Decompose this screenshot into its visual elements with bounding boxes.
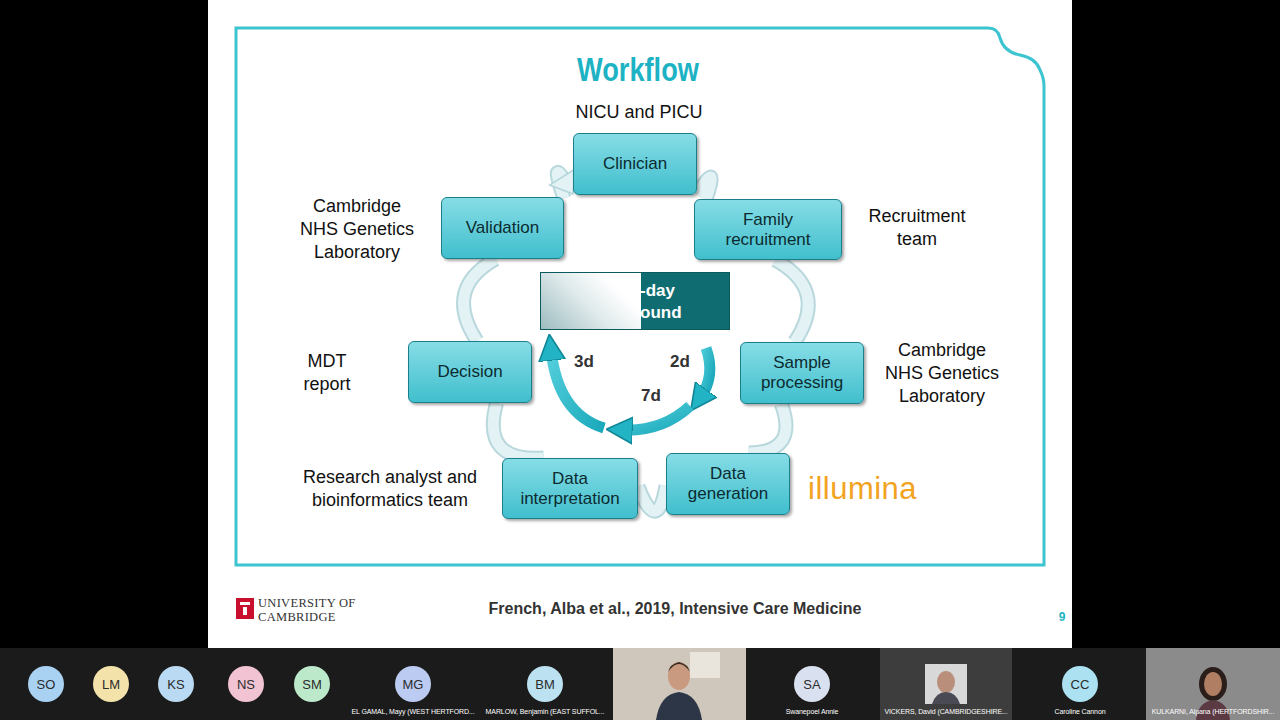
participant-initials: SM	[302, 677, 322, 692]
connector-outline	[464, 259, 496, 341]
participant-avatar: SA	[794, 666, 830, 702]
annotation: Recruitment team	[852, 205, 982, 251]
connector-line	[775, 260, 808, 342]
arrow-head	[550, 169, 575, 194]
participant-initials: SA	[803, 677, 820, 692]
process-box: Decision	[408, 341, 532, 403]
participant-avatar: BM	[527, 666, 563, 702]
connector-line	[493, 403, 544, 458]
participant-name: KULKARNI, Alpana (HERTFORDSHIR...	[1149, 708, 1277, 717]
video-tiles	[613, 648, 1280, 720]
annotation: NICU and PICU	[539, 101, 739, 124]
cycle-connector	[749, 404, 786, 453]
connector-outline	[638, 486, 666, 511]
process-box: Family recruitment	[694, 199, 842, 260]
process-label: Family recruitment	[701, 210, 835, 250]
cycle-connector	[697, 177, 711, 199]
participant-avatar: SO	[28, 666, 64, 702]
participant-initials: NS	[237, 677, 255, 692]
process-box: Data generation	[666, 453, 790, 515]
page-number: 9	[1054, 610, 1070, 625]
process-box: Validation	[441, 197, 564, 259]
participant-avatar: MG	[395, 666, 431, 702]
participant-name: VICKERS, David (CAMBRIDGESHIRE...	[882, 708, 1010, 717]
university-logo-text: UNIVERSITY OF CAMBRIDGE	[258, 596, 358, 624]
connector-outline	[493, 403, 544, 458]
turnaround-box: -day ound	[540, 272, 730, 330]
process-label: Clinician	[603, 154, 667, 174]
participant-avatar: LM	[93, 666, 129, 702]
citation: French, Alba et al., 2019, Intensive Car…	[380, 599, 970, 619]
annotation: Research analyst and bioinformatics team	[285, 466, 495, 512]
participant-name: Swanepoel Annie	[748, 708, 876, 717]
connector-line	[697, 177, 711, 199]
participant-name: EL GAMAL, Mayy (WEST HERTFORD...	[349, 708, 477, 717]
process-label: Decision	[437, 362, 502, 382]
slide-frame	[236, 28, 1044, 565]
connector-outline	[775, 260, 808, 342]
inner-cycle-arrows	[551, 348, 710, 430]
participant-initials: BM	[535, 677, 555, 692]
participant-initials: MG	[403, 677, 424, 692]
connector-line	[749, 404, 786, 453]
participant-name: Caroline Cannon	[1016, 708, 1144, 717]
university-crest	[236, 598, 254, 619]
process-label: Data generation	[673, 464, 783, 504]
process-box: Clinician	[573, 133, 697, 195]
cycle-connector	[493, 403, 544, 458]
participant-initials: SO	[37, 677, 56, 692]
connector-line	[464, 259, 496, 341]
connector-outline	[697, 177, 711, 199]
participant-avatar: CC	[1062, 666, 1098, 702]
participant-initials: LM	[102, 677, 120, 692]
participant-initials: KS	[167, 677, 184, 692]
cycle-connector	[464, 259, 496, 341]
duration-label: 2d	[670, 351, 700, 373]
cycle-connector	[550, 169, 575, 198]
participant-avatar: KS	[158, 666, 194, 702]
occluding-overlay	[541, 273, 641, 329]
participant-initials: CC	[1071, 677, 1090, 692]
process-box: Data interpretation	[502, 458, 638, 519]
process-label: Validation	[466, 218, 539, 238]
cycle-connector	[638, 486, 666, 511]
participant-avatar: SM	[294, 666, 330, 702]
connector-line	[638, 486, 666, 511]
process-label: Sample processing	[747, 353, 857, 393]
duration-label: 7d	[641, 385, 671, 407]
connector-outline	[749, 404, 786, 453]
duration-label: 3d	[574, 351, 604, 373]
annotation: Cambridge NHS Genetics Laboratory	[298, 195, 416, 264]
annotation: MDT report	[293, 350, 361, 396]
process-label: Data interpretation	[509, 469, 631, 509]
turnaround-text: -day ound	[640, 280, 690, 324]
participant-avatar: NS	[228, 666, 264, 702]
process-box: Sample processing	[740, 342, 864, 404]
annotation: Cambridge NHS Genetics Laboratory	[883, 339, 1001, 408]
slide-title: Workflow	[558, 48, 718, 92]
company-logo: illumina	[808, 469, 958, 509]
participant-name: MARLOW, Benjamin (EAST SUFFOL...	[481, 708, 609, 717]
cycle-connector	[775, 260, 808, 342]
